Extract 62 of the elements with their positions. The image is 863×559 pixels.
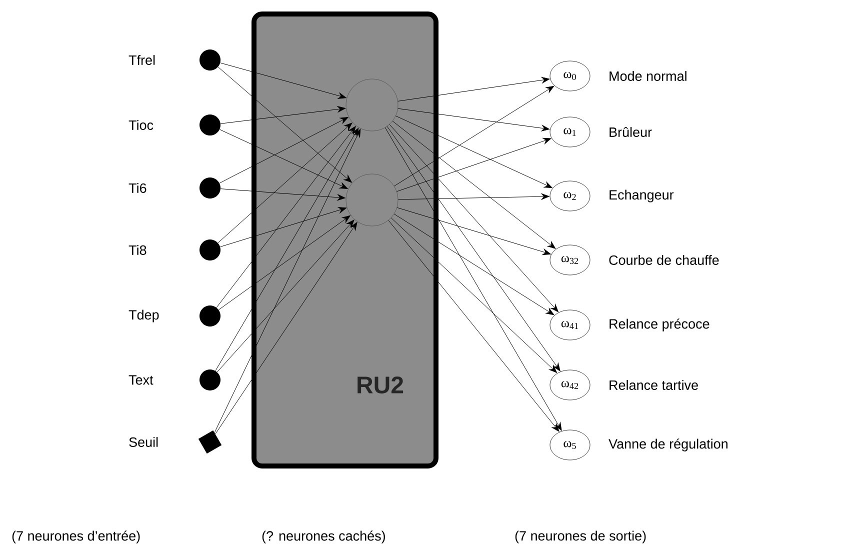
output-neuron: ω$_{41}$	[550, 310, 590, 340]
output-neuron: ω$_{1}$	[550, 116, 590, 148]
arrow	[390, 218, 558, 373]
input-neuron	[200, 178, 220, 198]
neuron-label: Tdep	[128, 310, 159, 322]
output-neuron: ω$_{42}$	[550, 370, 590, 400]
arrow	[388, 220, 560, 432]
arrow	[220, 188, 346, 201]
neuron-label: Ti8	[128, 245, 146, 255]
arrow	[219, 117, 348, 184]
layer-caption: (? neurones cachés)	[262, 530, 385, 544]
input-neuron	[200, 50, 220, 70]
arrow	[220, 207, 347, 248]
input-neuron	[200, 370, 220, 390]
neuron-label: Vanne de régulation	[608, 438, 728, 452]
hidden-neuron	[346, 174, 398, 226]
network-label: RU2	[358, 376, 404, 394]
arrow	[214, 128, 361, 433]
arrow	[218, 122, 352, 244]
neuron-label: Relance tartive	[610, 380, 698, 390]
neuron-label: Echangeur	[610, 190, 674, 202]
arrow	[218, 66, 352, 183]
layer-caption: (7 neurones de sortie)	[515, 530, 646, 544]
input-neuron	[200, 114, 220, 136]
arrow	[396, 207, 551, 255]
arrow	[218, 215, 350, 310]
arrow	[220, 106, 346, 124]
arrow	[394, 214, 554, 316]
arrow	[215, 128, 359, 372]
arrow	[384, 127, 562, 431]
neuron-label: Brûleur	[610, 127, 652, 137]
layer-caption: (7 neurones d’entrée)	[12, 530, 140, 544]
arrow	[398, 108, 550, 132]
output-neuron: ω$_{5}$	[550, 430, 590, 460]
output-neuron: ω$_{2}$	[550, 180, 590, 212]
neuron-label: Relance précoce	[610, 318, 710, 332]
arrow	[396, 116, 552, 188]
network-box	[252, 12, 438, 468]
arrow	[216, 220, 354, 372]
neuron-label: Text	[128, 375, 154, 385]
arrow	[394, 86, 554, 186]
arrow	[389, 124, 558, 312]
input-neuron	[200, 306, 220, 326]
arrow	[216, 126, 356, 308]
neuron-label: Tioc	[128, 120, 154, 130]
neuron-label: Seuil	[129, 437, 158, 447]
hidden-neuron	[346, 78, 398, 132]
output-neuron: ω$_{32}$	[550, 244, 590, 276]
arrow	[220, 62, 346, 99]
arrow	[386, 126, 560, 372]
arrow	[215, 222, 358, 434]
arrow	[398, 193, 550, 200]
input-neuron	[200, 240, 220, 260]
neuron-label: Tfrel	[128, 55, 155, 65]
neuron-label: Courbe de chauffe	[609, 255, 719, 265]
neuron-label: Mode normal	[610, 71, 686, 81]
arrow	[219, 129, 348, 189]
output-neuron: ω$_{0}$	[550, 60, 590, 92]
arrow	[392, 120, 556, 249]
arrow	[398, 76, 550, 102]
arrow	[396, 138, 552, 192]
neuron-label: Ti6	[128, 183, 146, 193]
